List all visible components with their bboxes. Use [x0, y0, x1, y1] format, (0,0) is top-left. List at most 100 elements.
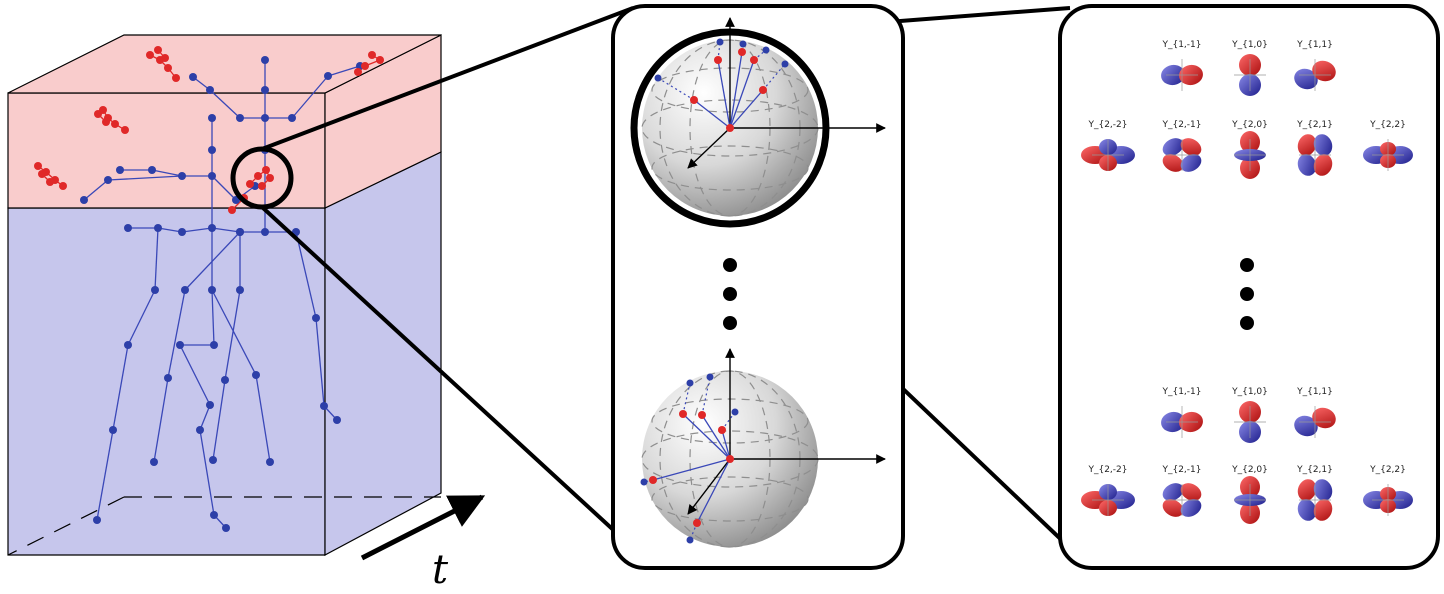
finger-joint	[266, 174, 274, 182]
original-joint	[731, 408, 739, 416]
projected-joint	[698, 411, 706, 419]
joint-direction-ray	[696, 458, 731, 524]
skeleton-joint	[209, 456, 217, 464]
skeleton-bone	[96, 429, 114, 521]
harmonic-glyph: Y_{2,0}	[1231, 120, 1268, 179]
finger-joint	[254, 172, 262, 180]
skeleton-bone	[181, 227, 213, 233]
projected-joint	[714, 56, 722, 64]
finger-joint	[102, 118, 110, 126]
time-arrow: t	[360, 494, 486, 593]
local-sphere-bottom	[640, 348, 886, 548]
sphere-ellipsis	[723, 258, 737, 330]
skeleton-joint	[80, 196, 88, 204]
volume-hidden-edge	[7, 496, 125, 556]
original-joint	[781, 60, 789, 68]
joint-direction-ray	[717, 59, 731, 129]
harmonic-lobe	[1180, 499, 1202, 517]
finger-joint	[246, 180, 254, 188]
joint-direction-ray	[729, 89, 764, 129]
original-joint	[716, 38, 724, 46]
projected-joint	[750, 56, 758, 64]
original-joint	[706, 373, 714, 381]
harmonic-glyph: Y_{2,2}	[1363, 465, 1413, 516]
skeleton-joint	[261, 228, 269, 236]
finger-joint	[59, 182, 67, 190]
harmonic-lobe	[1313, 499, 1333, 521]
sphere-bottom-points	[640, 373, 739, 544]
skeleton-bone	[327, 65, 361, 77]
skeleton-joint	[333, 416, 341, 424]
joint-direction-ray	[701, 414, 731, 460]
skeleton-joint	[261, 114, 269, 122]
harmonic-glyph: Y_{1,1}	[1294, 40, 1336, 91]
skeleton-joint	[252, 371, 260, 379]
skeleton-joint	[221, 376, 229, 384]
harmonic-glyph: Y_{2,1}	[1296, 465, 1333, 521]
joint-direction-ray	[693, 99, 731, 129]
finger-joint	[154, 46, 162, 54]
skeleton-joint	[206, 401, 214, 409]
harmonic-label: Y_{1,1}	[1296, 40, 1333, 50]
harmonic-glyph: Y_{2,-2}	[1081, 120, 1135, 171]
skeleton-bone	[315, 317, 325, 407]
harmonic-lobe	[1180, 483, 1202, 501]
harmonic-glyph: Y_{2,1}	[1296, 120, 1333, 176]
skeleton-bone	[157, 227, 183, 233]
finger-joint	[161, 54, 169, 62]
skeleton-joint	[222, 524, 230, 532]
harmonic-glyph: Y_{1,1}	[1294, 387, 1336, 438]
harmonic-lobe	[1180, 138, 1202, 156]
skeleton-joint	[208, 146, 216, 154]
harmonics-group-top: Y_{1,-1}Y_{1,0}Y_{1,1}Y_{2,-2}Y_{2,-1}Y_…	[1081, 40, 1413, 179]
sphere-top-points	[654, 38, 789, 132]
skeleton-bone	[199, 429, 215, 516]
harmonic-lobe	[1162, 499, 1184, 517]
skeleton-joint	[150, 458, 158, 466]
harmonic-label: Y_{2,0}	[1231, 465, 1268, 475]
joint-direction-ray	[729, 51, 743, 129]
skeleton-joint	[189, 73, 197, 81]
skeleton-joint	[109, 426, 117, 434]
skeleton-joint	[164, 374, 172, 382]
harmonic-label: Y_{2,1}	[1296, 465, 1333, 475]
skeleton-joint	[208, 114, 216, 122]
skeleton-joint	[236, 228, 244, 236]
projected-joint	[690, 96, 698, 104]
harmonic-lobe	[1313, 479, 1333, 501]
skeleton-joint	[261, 56, 269, 64]
projection-line	[701, 376, 711, 416]
finger-joint	[111, 120, 119, 128]
skeleton-joint	[261, 86, 269, 94]
finger-joint	[361, 62, 369, 70]
harmonic-glyph: Y_{2,0}	[1231, 465, 1268, 524]
skeleton-joint	[154, 224, 162, 232]
skeleton-bone	[154, 227, 159, 291]
harmonic-label: Y_{2,-1}	[1161, 120, 1201, 130]
skeleton-joint	[312, 314, 320, 322]
finger-joint	[258, 182, 266, 190]
harmonic-label: Y_{1,1}	[1296, 387, 1333, 397]
skeleton-joint	[208, 286, 216, 294]
time-axis-label: t	[432, 547, 449, 593]
harmonic-glyph: Y_{2,-1}	[1161, 120, 1202, 172]
skeleton-joint	[210, 341, 218, 349]
harmonic-label: Y_{2,-1}	[1161, 465, 1201, 475]
joint-direction-ray	[652, 458, 731, 481]
skeleton-joints	[34, 46, 384, 532]
projection-line	[762, 63, 786, 91]
skeleton-joint	[196, 426, 204, 434]
skeleton-bone	[199, 404, 211, 431]
joint-direction-ray	[682, 413, 731, 460]
sphere-center-joint	[726, 455, 734, 463]
projected-joint	[649, 476, 657, 484]
finger-joint	[164, 64, 172, 72]
skeleton-joint	[324, 72, 332, 80]
skeleton-joint	[266, 458, 274, 466]
skeleton-bone	[211, 289, 257, 376]
skeleton-bone	[211, 175, 237, 201]
harmonic-lobe	[1297, 154, 1317, 176]
skeleton-joint	[206, 86, 214, 94]
harmonic-glyph: Y_{2,-1}	[1161, 465, 1202, 517]
